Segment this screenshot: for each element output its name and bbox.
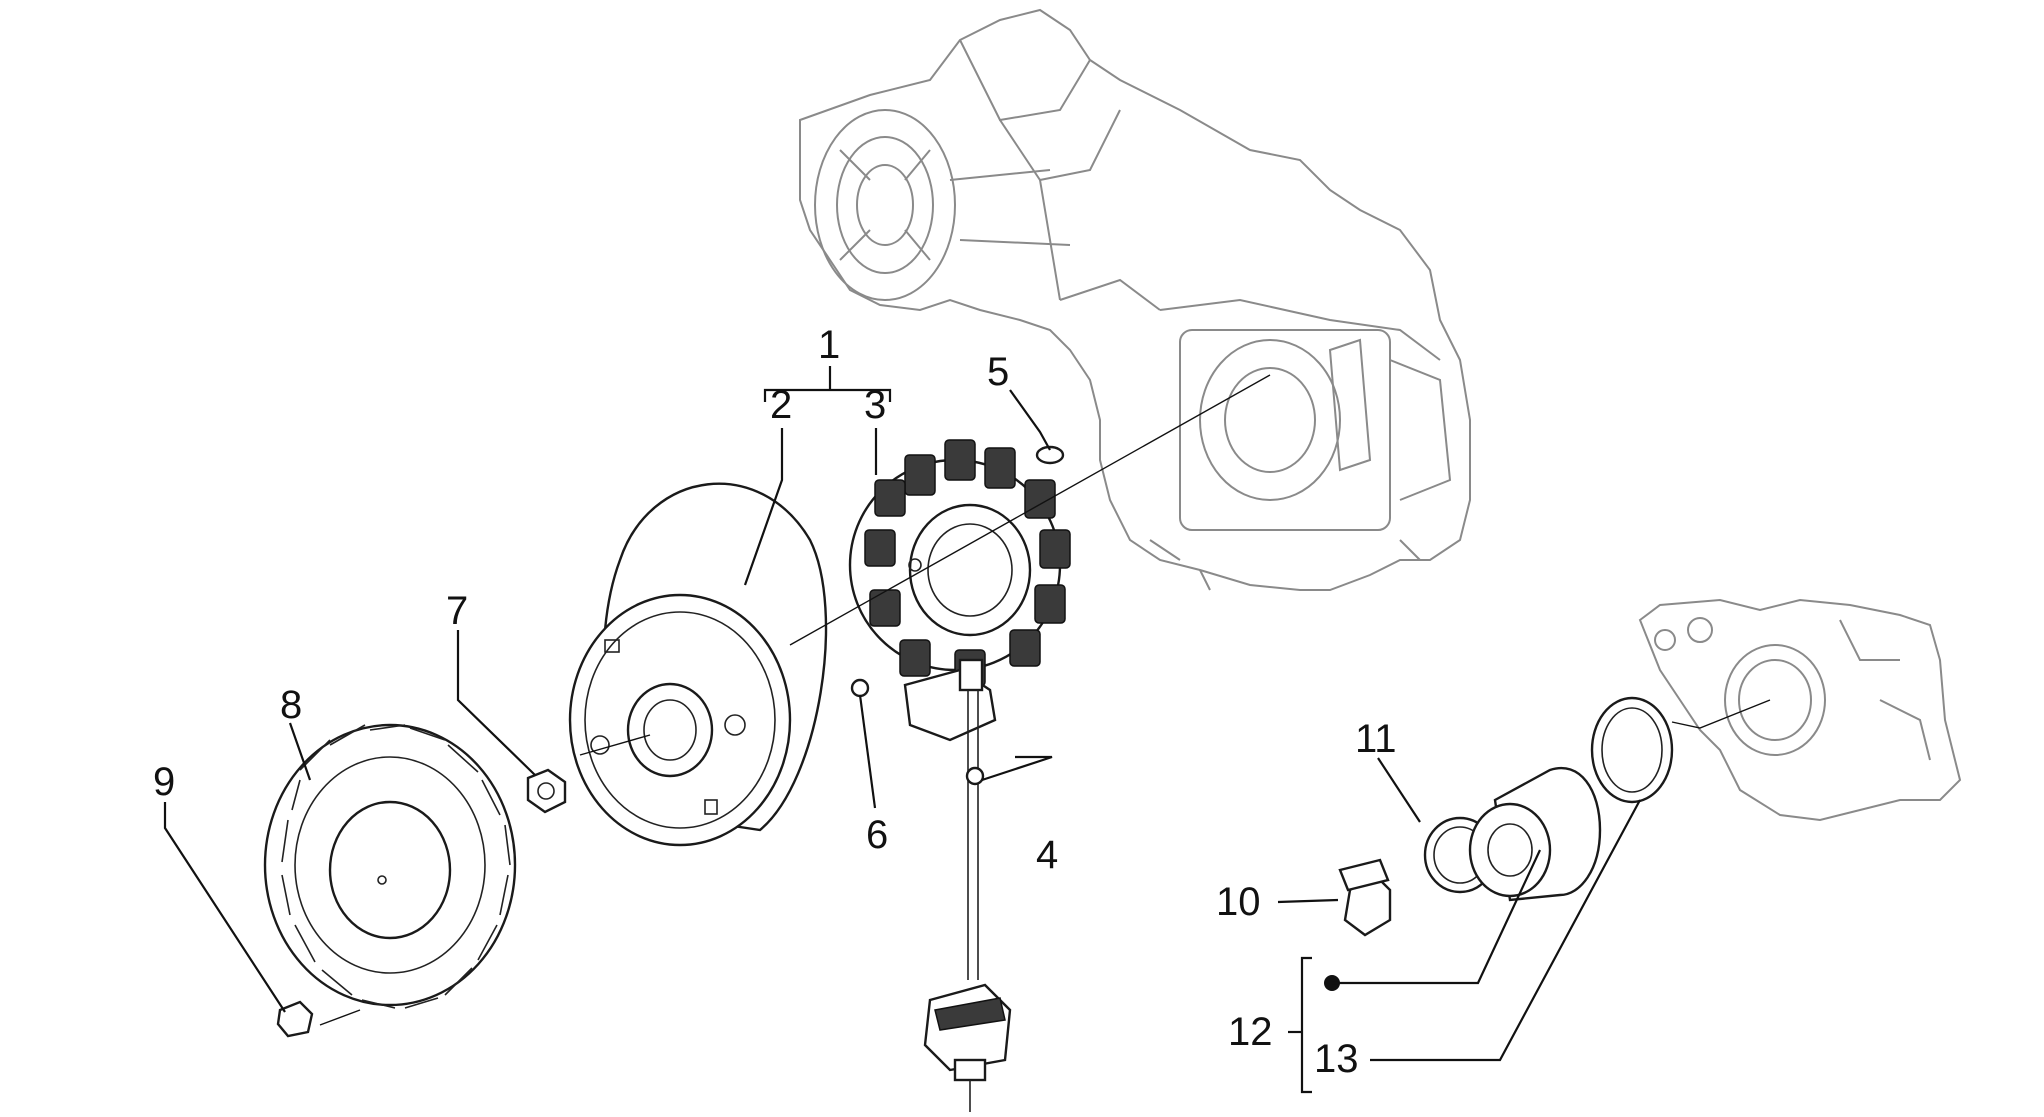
pickup-sensor-wiring (903, 658, 1012, 1112)
callout-9: 9 (153, 760, 175, 804)
callout-7: 7 (446, 589, 468, 633)
crankcase-housing (799, 8, 1471, 591)
leader-lines (163, 366, 1771, 1094)
callout-2: 2 (770, 383, 792, 427)
callout-13: 13 (1314, 1037, 1359, 1081)
callout-labels: 1 2 3 4 5 6 7 8 9 10 11 12 13 (153, 323, 1397, 1081)
callout-10: 10 (1216, 880, 1261, 924)
flywheel-rotor (568, 482, 828, 847)
callout-4: 4 (1036, 833, 1058, 877)
stator (848, 439, 1071, 687)
cooling-fan (263, 723, 517, 1009)
small-hardware (276, 445, 1065, 1038)
callout-8: 8 (280, 683, 302, 727)
callout-11: 11 (1355, 717, 1397, 761)
callout-12: 12 (1228, 1010, 1273, 1054)
callout-3: 3 (864, 383, 886, 427)
oil-pump-casing (1638, 598, 1962, 822)
callout-1: 1 (818, 323, 840, 367)
callout-5: 5 (987, 350, 1009, 394)
callout-6: 6 (866, 813, 888, 857)
